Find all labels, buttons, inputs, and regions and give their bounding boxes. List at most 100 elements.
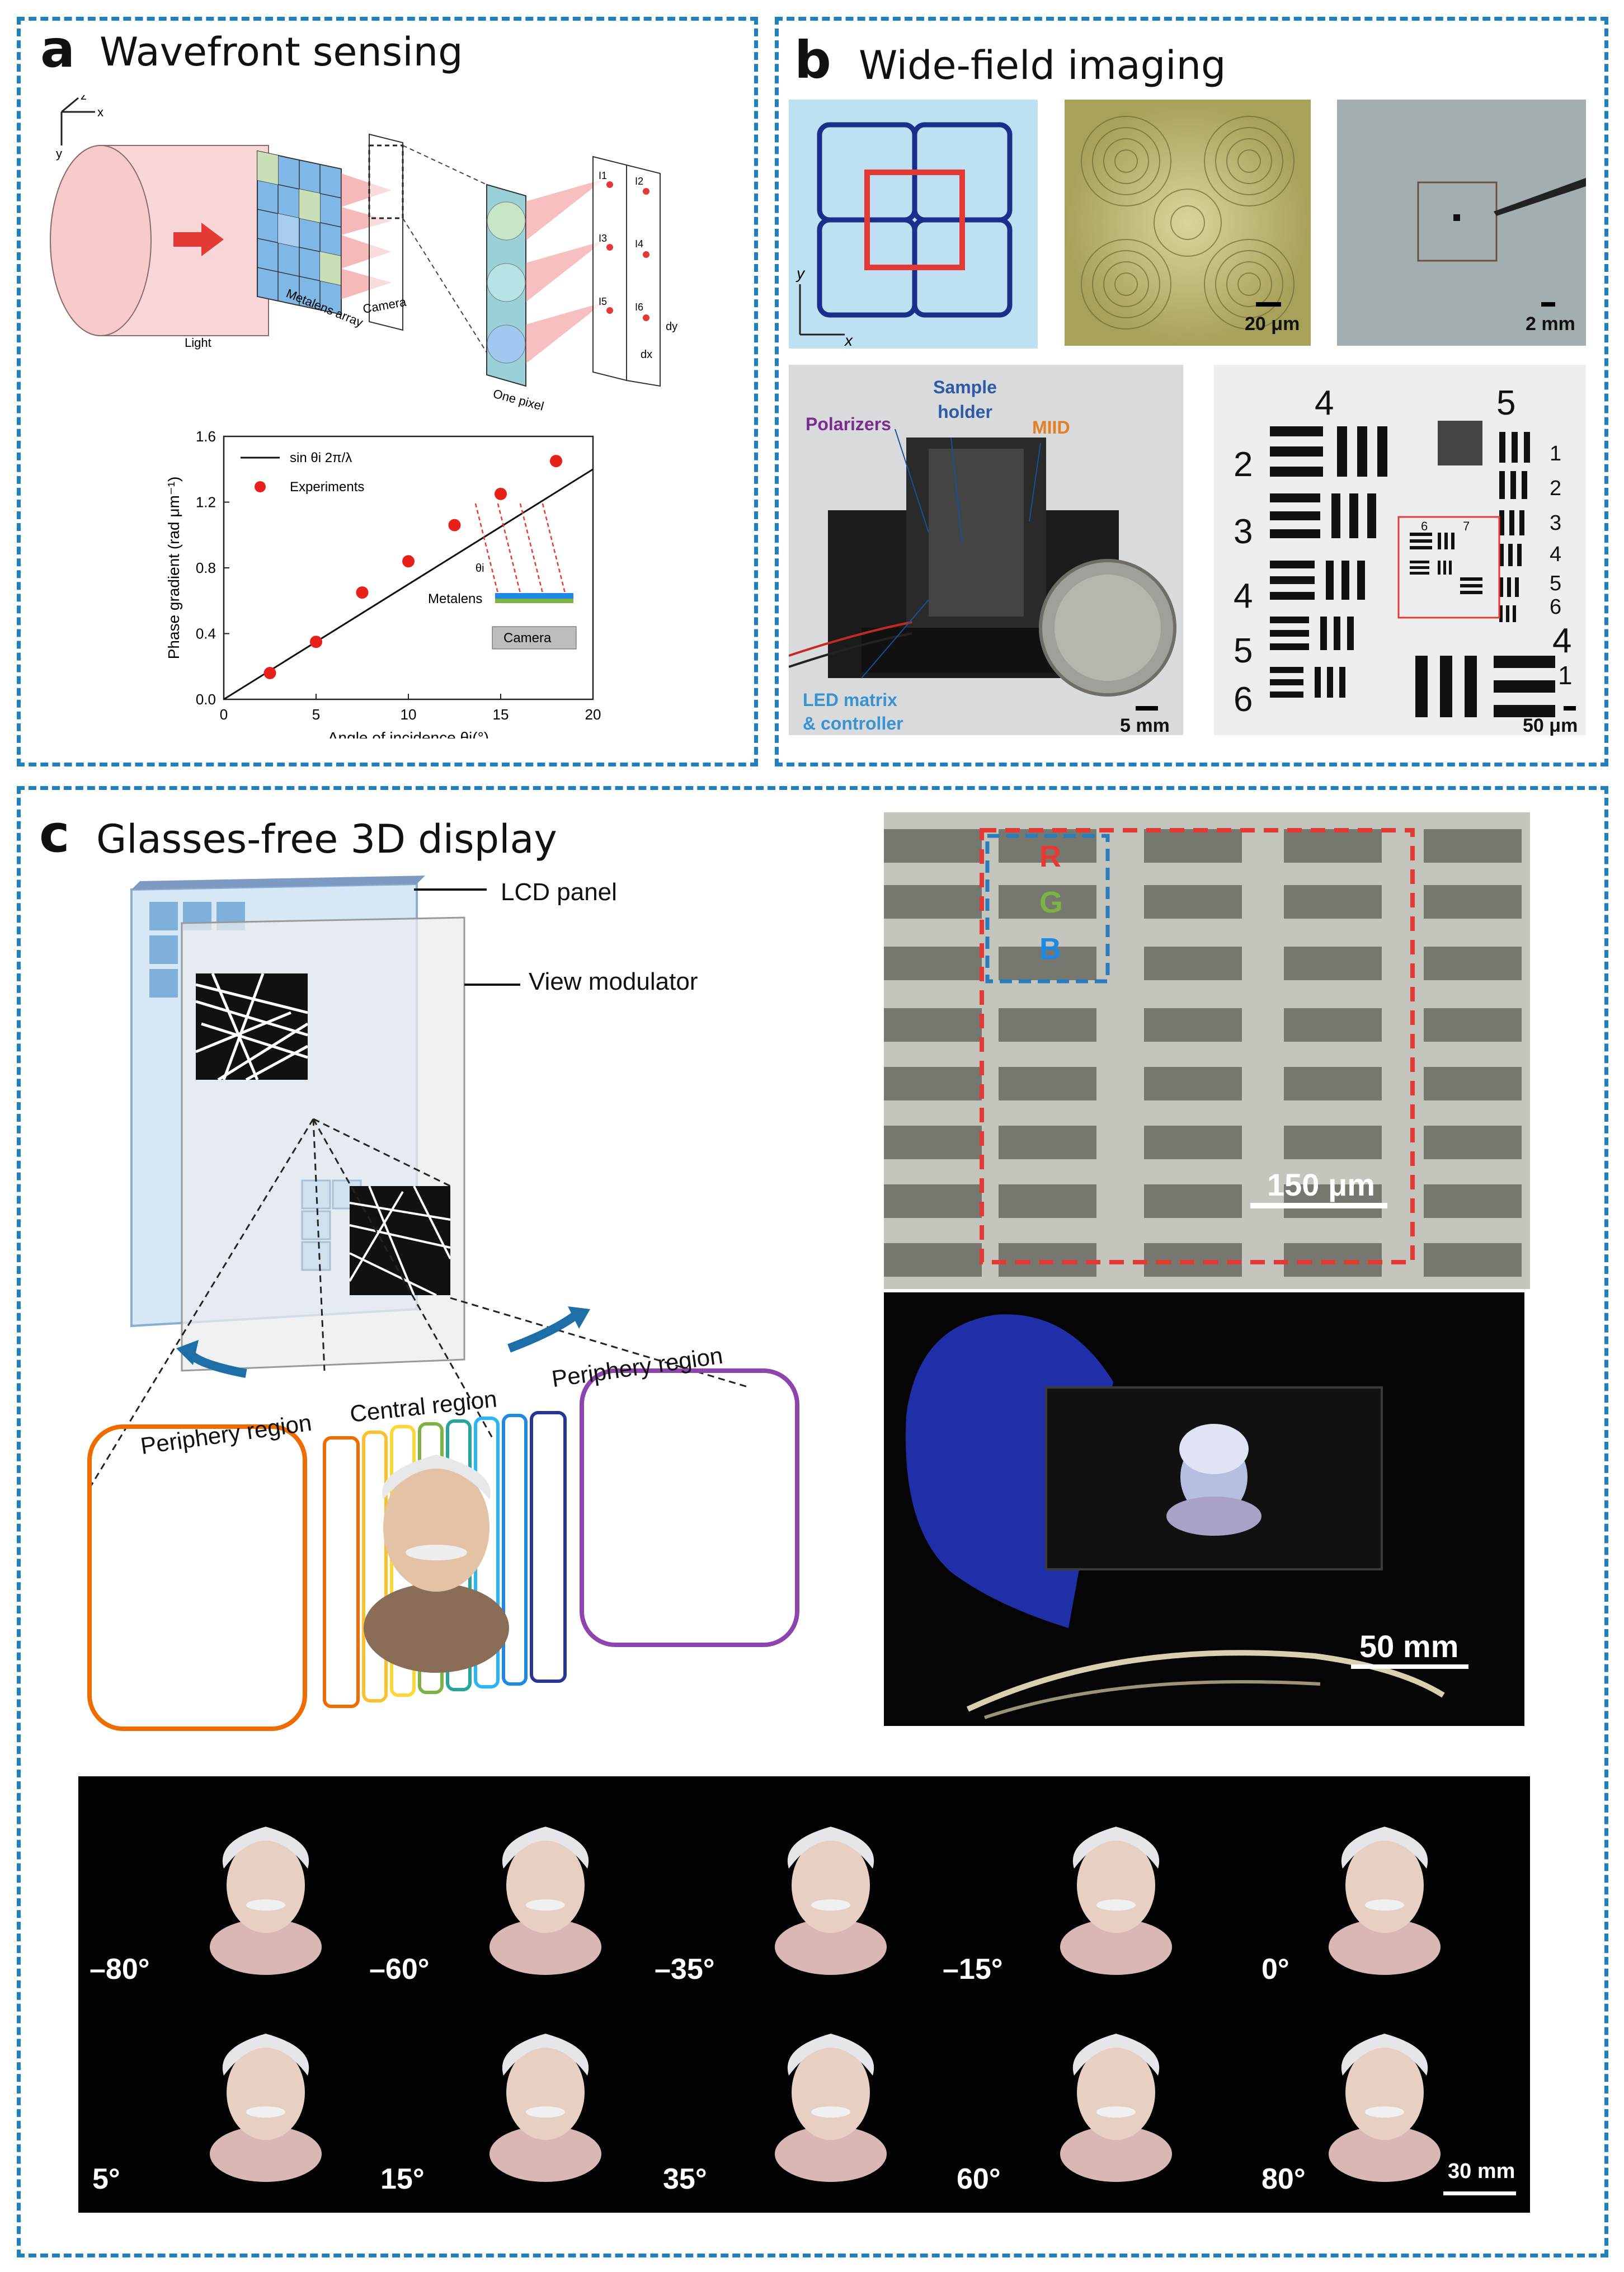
grating-block (1424, 1126, 1522, 1159)
inset-theta: θi (476, 562, 484, 575)
target-bar (1499, 577, 1503, 597)
target-bar (1460, 591, 1482, 594)
einstein-bust-view (481, 2020, 610, 2185)
target-bar (1341, 561, 1349, 600)
angle-bottom-4: 80° (1261, 2163, 1306, 2195)
angle-top-2: –35° (655, 1953, 715, 1986)
panel-a (17, 17, 758, 766)
panel-a-label: a (40, 19, 76, 79)
target-bar (1410, 533, 1432, 536)
scale-bar-150um (1250, 1203, 1387, 1208)
target-bar (1494, 705, 1555, 717)
scale-50um: 50 μm (1523, 715, 1578, 736)
target-bar (1499, 471, 1505, 499)
einstein-bust-view (201, 1813, 330, 1978)
target-bar (1509, 510, 1514, 535)
einstein-bust-view (766, 1813, 895, 1978)
grating-block (1144, 829, 1242, 863)
b-label: B (1039, 932, 1061, 966)
target-bar (1270, 692, 1303, 698)
resolution-target (1214, 365, 1586, 735)
target-bar (1449, 561, 1452, 575)
experiment-point (495, 487, 507, 500)
scale-5mm: 5 mm (1120, 715, 1170, 736)
target-num-top-4: 4 (1315, 384, 1334, 422)
light-arrow-icon (173, 223, 224, 256)
target-bar (1410, 546, 1432, 549)
g-label: G (1039, 886, 1063, 919)
scale-bar-50mm (1351, 1664, 1468, 1669)
panel-b-label: b (794, 30, 831, 90)
target-num-right-6: 6 (1550, 595, 1562, 619)
polarizers-label: Polarizers (806, 414, 891, 434)
target-bar (1357, 426, 1367, 477)
axis-z: z (81, 95, 87, 102)
target-bar (1517, 544, 1522, 566)
angle-top-4: 0° (1261, 1953, 1289, 1986)
legend-dot (255, 481, 266, 492)
target-bar (1270, 561, 1315, 568)
ring-micrograph (1065, 100, 1311, 346)
y-tick-label: 1.6 (196, 428, 216, 445)
grating-block (1144, 1008, 1242, 1042)
wavefront-diagram: x z y Metalens array Camera Light (50, 95, 677, 413)
scale-bar-30mm (1443, 2191, 1516, 2195)
one-pixel-label: One pixel (492, 387, 545, 413)
target-bar (1327, 667, 1333, 698)
i6: I6 (635, 302, 643, 313)
i2: I2 (635, 176, 643, 187)
y-tick-label: 0.0 (196, 691, 216, 708)
einstein-bust-central (358, 1438, 515, 1673)
target-num-right-3: 3 (1550, 511, 1562, 535)
angle-top-0: –80° (90, 1953, 150, 1986)
target-bar (1377, 426, 1387, 477)
i4: I4 (635, 238, 643, 250)
target-bar (1499, 432, 1505, 463)
target-bar (1326, 561, 1334, 600)
target-bar (1515, 577, 1519, 597)
scale-bar-5mm (1136, 706, 1158, 711)
target-bar (1519, 510, 1524, 535)
panel-b (775, 17, 1608, 766)
grating-block (884, 1126, 982, 1159)
target-bar (1270, 467, 1323, 477)
panel-b-title: Wide-field imaging (859, 43, 1226, 88)
einstein-bust-view (1320, 2020, 1449, 2185)
view-modulator-micrograph (884, 812, 1530, 1289)
grating-block (884, 1008, 982, 1042)
grating-block (884, 1067, 982, 1100)
miid-label: MIID (1032, 417, 1070, 438)
scale-20um: 20 μm (1245, 313, 1300, 335)
plot-frame (223, 435, 594, 700)
target-num-right-1: 1 (1550, 442, 1562, 465)
target-bar (1465, 656, 1477, 717)
grating-block (884, 1243, 982, 1277)
target-num-right-5: 5 (1550, 572, 1562, 595)
target-bar (1512, 432, 1518, 463)
target-bar (1443, 561, 1446, 575)
x-tick-label: 15 (493, 706, 509, 723)
x-tick-label: 10 (401, 706, 417, 723)
x-tick-label: 20 (585, 706, 601, 723)
scale-2mm: 2 mm (1526, 313, 1575, 335)
grating-block (1424, 1184, 1522, 1218)
grating-block (1424, 1243, 1522, 1277)
target-bar (1508, 544, 1513, 566)
microscope-device-photo (789, 365, 1183, 735)
target-num-right-2: 2 (1550, 477, 1562, 500)
target-bar (1270, 617, 1309, 623)
target-bar (1270, 446, 1323, 457)
theory-line (223, 468, 594, 700)
axes-icon (60, 97, 95, 145)
target-bar (1270, 529, 1320, 538)
grating-block (1424, 1067, 1522, 1100)
experiment-point (356, 586, 369, 599)
b-axis-y: y (795, 265, 806, 282)
y-tick-label: 0.4 (196, 625, 216, 642)
einstein-bust-view (1052, 2020, 1180, 2185)
target-num-right-4: 4 (1550, 543, 1562, 566)
target-bar (1367, 493, 1376, 538)
angle-bottom-1: 15° (380, 2163, 425, 2195)
target-bar (1451, 533, 1454, 549)
axis-x: x (97, 105, 103, 119)
